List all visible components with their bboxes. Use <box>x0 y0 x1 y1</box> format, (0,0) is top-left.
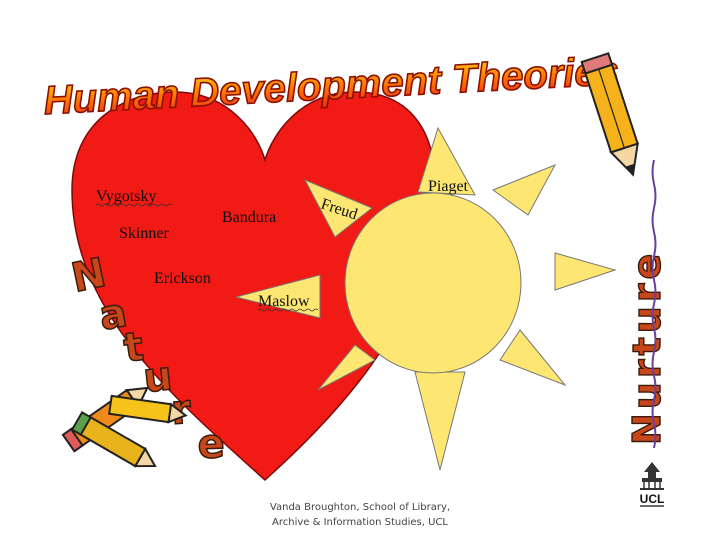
nature-letter: u <box>141 353 174 402</box>
theorist-maslow: Maslow <box>258 293 310 310</box>
theorist-skinner: Skinner <box>119 225 169 242</box>
pencil-icon <box>70 410 157 468</box>
sun-disk <box>344 192 522 374</box>
theorist-erickson: Erickson <box>154 270 211 287</box>
ucl-logo: UCL <box>640 462 665 507</box>
footer-line-1: Vanda Broughton, School of Library, <box>269 502 451 513</box>
spellcheck-underline <box>95 203 173 207</box>
nurture-word: Nurture <box>625 250 669 445</box>
footer-line-2: Archive & Information Studies, UCL <box>272 517 448 528</box>
pencil-icon <box>580 52 639 177</box>
nature-letter: r <box>169 387 192 434</box>
footer-credit: Vanda Broughton, School of Library, Arch… <box>240 500 480 530</box>
sun-rays <box>235 126 617 471</box>
ucl-logo-text: UCL <box>640 492 665 506</box>
nurture-purple-edge <box>651 159 657 449</box>
theorist-bandura: Bandura <box>222 209 276 226</box>
theorist-vygotsky: Vygotsky <box>96 188 156 205</box>
pencil-icon <box>108 394 188 424</box>
theorist-piaget: Piaget <box>428 178 469 195</box>
nature-letter: e <box>197 421 226 468</box>
spellcheck-underline <box>257 308 319 312</box>
